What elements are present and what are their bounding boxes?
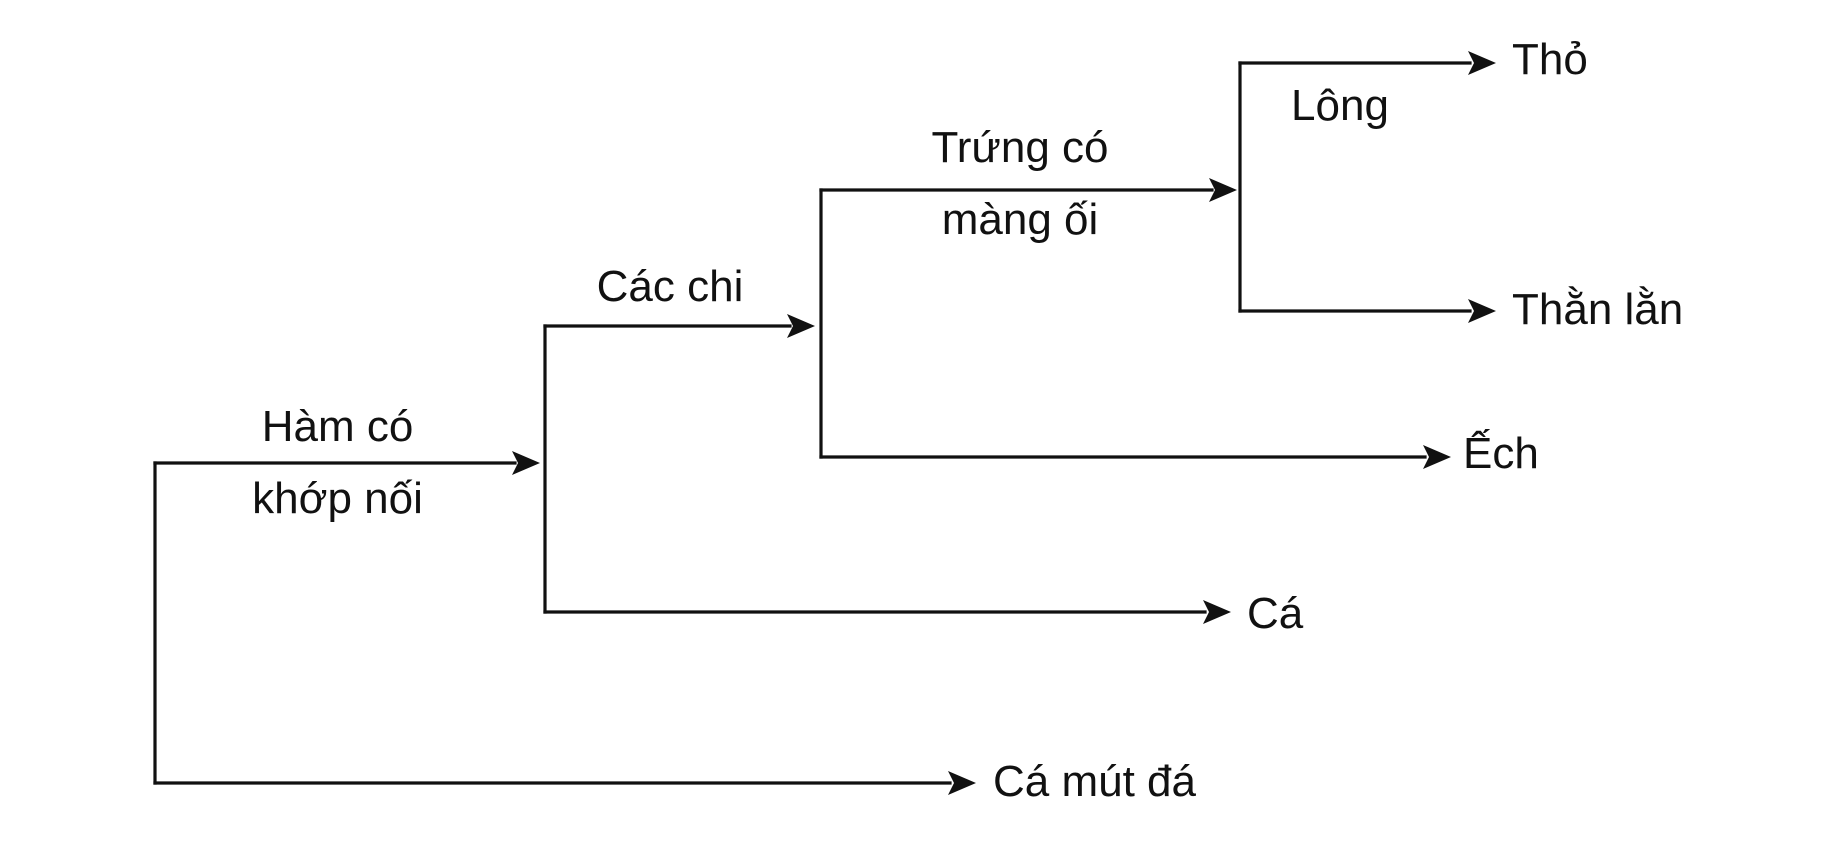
- trait-label-hair: Lông: [1280, 70, 1400, 142]
- trait-label-amnion-line-2: màng ối: [941, 195, 1099, 244]
- trait-label-limbs-line-1: Các chi: [596, 262, 744, 311]
- arrowhead-than-lan: [1468, 299, 1496, 323]
- arrowhead-tho: [1468, 51, 1496, 75]
- arrowhead-ca: [1203, 600, 1231, 624]
- trait-label-jaw-line-1: Hàm có: [261, 402, 414, 451]
- trait-label-hair-line-1: Lông: [1291, 81, 1389, 130]
- taxon-label-tho: Thỏ: [1512, 35, 1588, 84]
- taxon-label-ech: Ếch: [1463, 429, 1539, 478]
- trait-label-jaw-line-2: khớp nối: [252, 474, 423, 523]
- trait-label-amnion-line-1: Trứng có: [931, 123, 1109, 172]
- trait-label-limbs: Các chi: [575, 251, 765, 323]
- arrowhead-limbs-node: [787, 314, 815, 338]
- trait-label-jaw: Hàm có khớp nối: [230, 391, 445, 535]
- taxon-label-than-lan: Thằn lằn: [1512, 285, 1684, 334]
- arrowhead-ech: [1423, 445, 1451, 469]
- taxon-label-ca: Cá: [1247, 589, 1304, 638]
- arrowhead-amnion-node: [1209, 178, 1237, 202]
- trait-label-amnion: Trứng có màng ối: [900, 112, 1140, 256]
- arrowhead-jaw-node: [512, 451, 540, 475]
- arrowhead-ca-mut-da: [948, 771, 976, 795]
- taxon-label-ca-mut-da: Cá mút đá: [993, 757, 1196, 806]
